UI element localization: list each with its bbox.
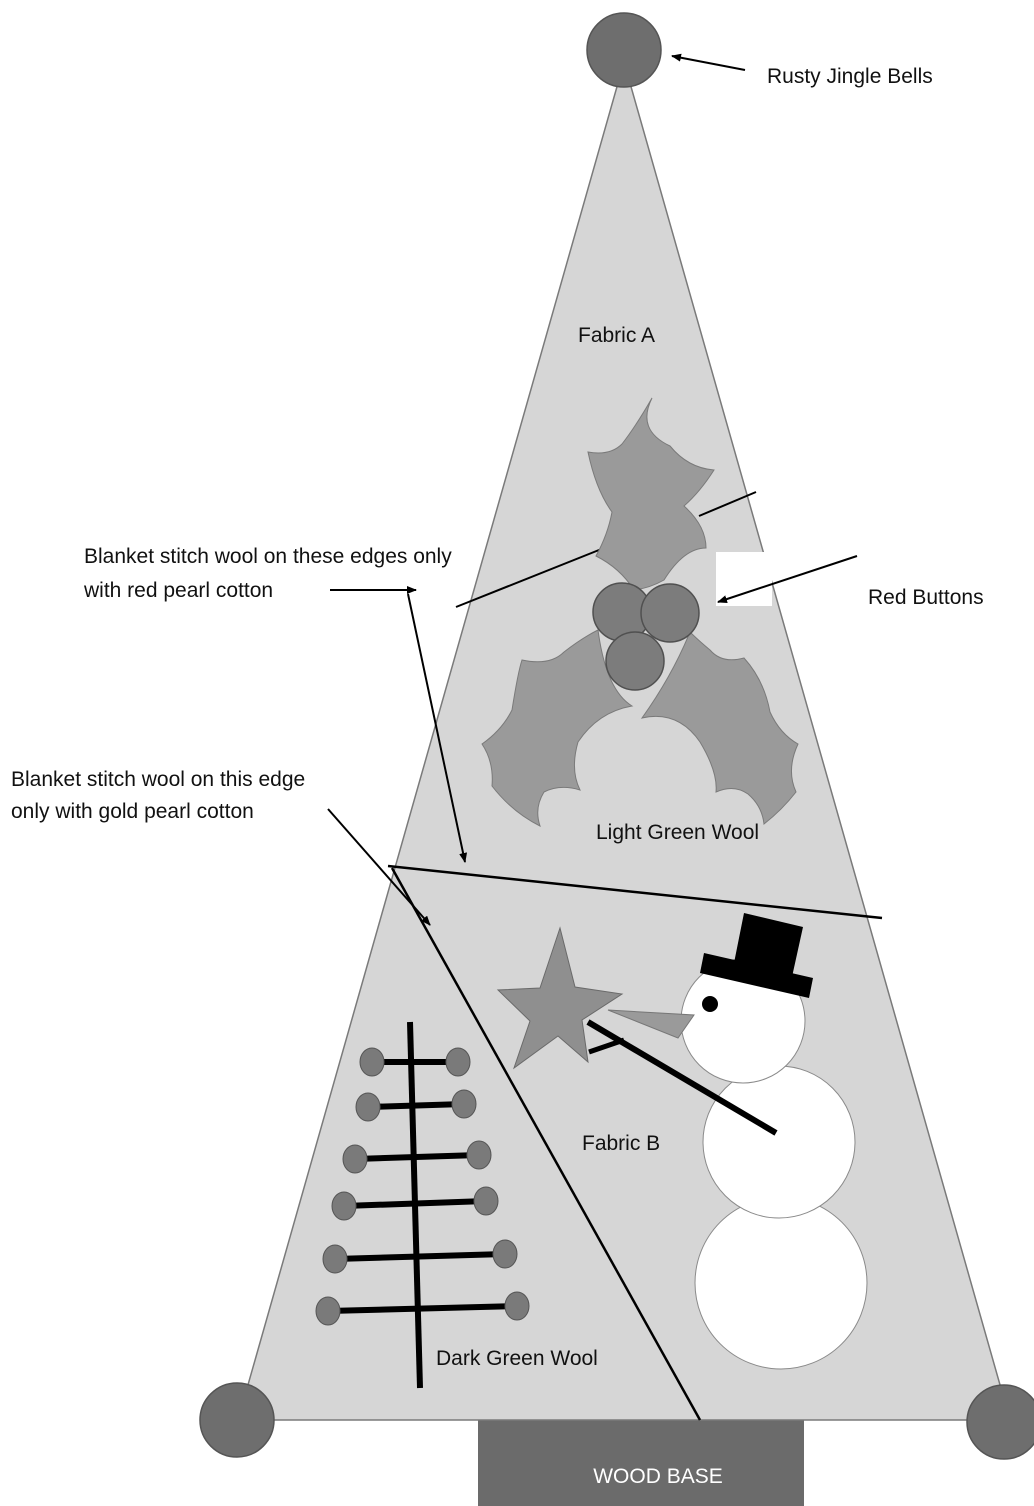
label-fabric-b: Fabric B (582, 1132, 660, 1155)
wood-base (478, 1420, 804, 1506)
red-button-2 (641, 584, 699, 642)
stick-tree-ball (332, 1192, 356, 1220)
label-light-green-wool: Light Green Wool (596, 821, 759, 844)
label-dark-green-wool: Dark Green Wool (436, 1347, 598, 1370)
jingle-bell-right (967, 1385, 1034, 1459)
label-blanket-red-line1: Blanket stitch wool on these edges only (84, 545, 452, 568)
label-red-buttons: Red Buttons (868, 586, 984, 609)
stick-tree-ball (474, 1187, 498, 1215)
label-blanket-red-line2: with red pearl cotton (83, 579, 273, 602)
jingle-bell-left (200, 1383, 274, 1457)
label-blanket-gold-line1: Blanket stitch wool on this edge (11, 768, 305, 791)
label-fabric-a: Fabric A (578, 324, 655, 347)
stick-tree-ball (505, 1292, 529, 1320)
snowman-bottom (695, 1197, 867, 1369)
snowman-eye (702, 996, 718, 1012)
label-rusty-jingle-bells: Rusty Jingle Bells (767, 65, 933, 88)
stick-tree-ball (323, 1245, 347, 1273)
stick-tree-ball (452, 1090, 476, 1118)
red-button-3 (606, 632, 664, 690)
stick-tree-ball (446, 1048, 470, 1076)
stick-tree-ball (316, 1297, 340, 1325)
tree-body (238, 62, 1010, 1420)
stick-tree-branch-3 (355, 1155, 479, 1159)
stick-tree-branch-2 (368, 1104, 464, 1107)
stick-tree-ball (356, 1093, 380, 1121)
wood-base-label: WOOD BASE (593, 1465, 723, 1488)
label-blanket-gold-line2: only with gold pearl cotton (11, 800, 254, 823)
stick-tree-ball (493, 1240, 517, 1268)
stick-tree-ball (467, 1141, 491, 1169)
arrow-rusty-jingle-bells (672, 56, 745, 70)
jingle-bell-top (587, 13, 661, 87)
stick-tree-ball (360, 1048, 384, 1076)
stick-tree-ball (343, 1145, 367, 1173)
red-buttons-label-patch (716, 552, 772, 606)
snowman-middle (703, 1066, 855, 1218)
